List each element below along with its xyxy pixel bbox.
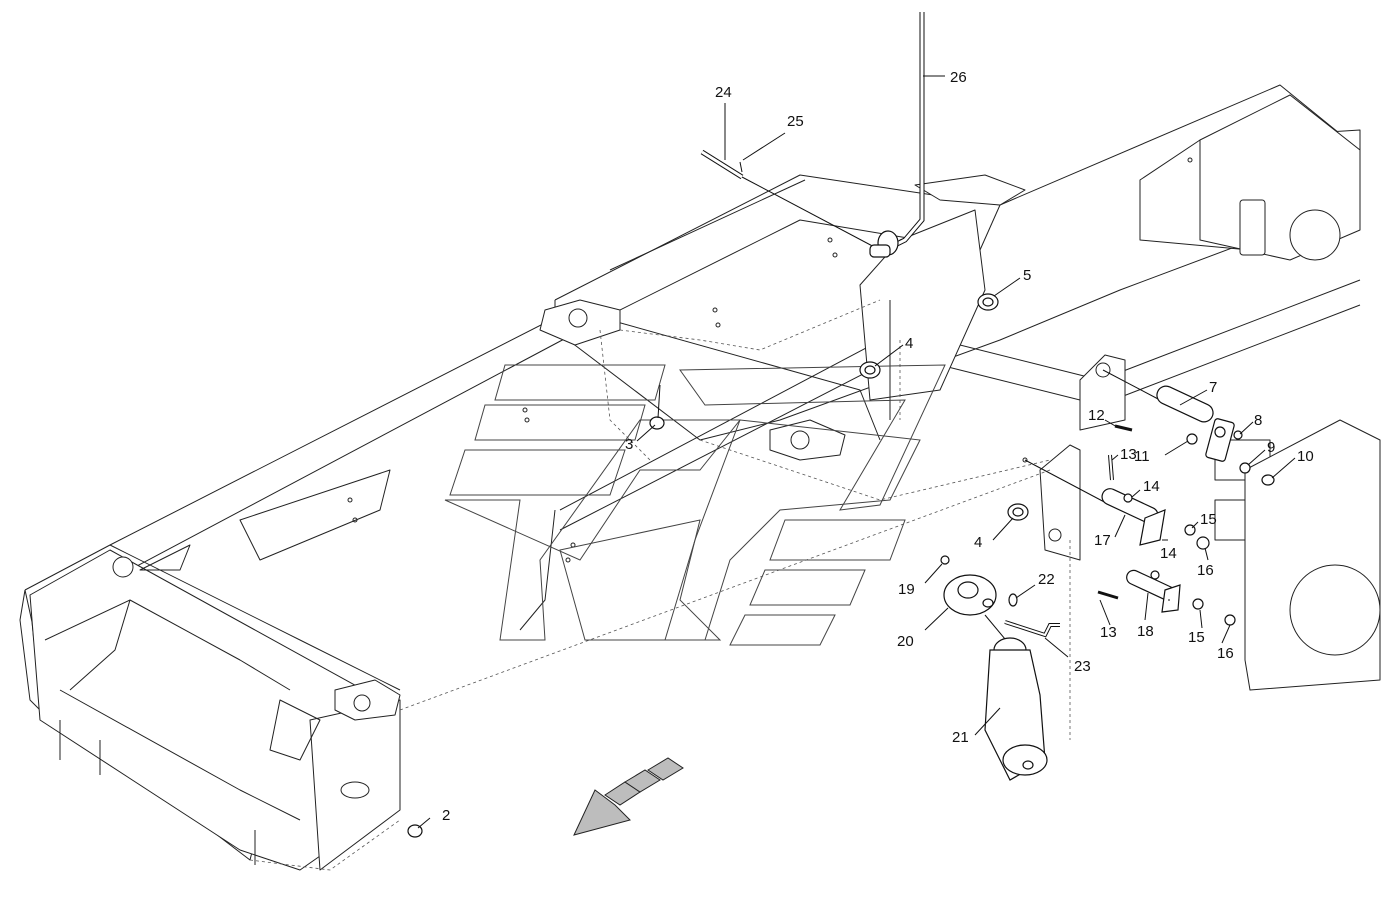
callout-3: 3	[625, 436, 633, 453]
callout-16b: 16	[1217, 645, 1234, 662]
callout-7: 7	[1209, 379, 1217, 396]
callout-14a: 14	[1143, 478, 1160, 495]
callout-24: 24	[715, 84, 732, 101]
callout-15a: 15	[1200, 511, 1217, 528]
callout-21: 21	[952, 729, 969, 746]
callout-2: 2	[442, 807, 450, 824]
callout-15b: 15	[1188, 629, 1205, 646]
pin-7	[1156, 385, 1214, 423]
callout-14b: 14	[1160, 545, 1177, 562]
callout-26: 26	[950, 69, 967, 86]
direction-arrow	[573, 757, 684, 836]
leader-lines	[417, 75, 1296, 829]
callout-5: 5	[1023, 267, 1031, 284]
callout-23: 23	[1074, 658, 1091, 675]
callout-13b: 13	[1100, 624, 1117, 641]
watermark-logo	[444, 364, 946, 646]
callout-18: 18	[1137, 623, 1154, 640]
callout-10: 10	[1297, 448, 1314, 465]
callout-22: 22	[1038, 571, 1055, 588]
callout-4b: 4	[974, 534, 982, 551]
callout-16a: 16	[1197, 562, 1214, 579]
callout-11: 11	[1134, 448, 1150, 465]
callout-17: 17	[1094, 532, 1111, 549]
callout-20: 20	[897, 633, 914, 650]
parts	[407, 12, 1275, 838]
callout-19: 19	[898, 581, 915, 598]
callout-labels: 2 3 4 4 5 7 8 9 10 11 12 13 13 14 14 15 …	[442, 69, 1314, 824]
frame-outline	[19, 84, 1381, 871]
callout-8: 8	[1254, 412, 1262, 429]
callout-9: 9	[1267, 439, 1275, 456]
callout-4a: 4	[905, 335, 913, 352]
callout-25: 25	[787, 113, 804, 130]
callout-12: 12	[1088, 407, 1105, 424]
callout-13a: 13	[1120, 446, 1137, 463]
